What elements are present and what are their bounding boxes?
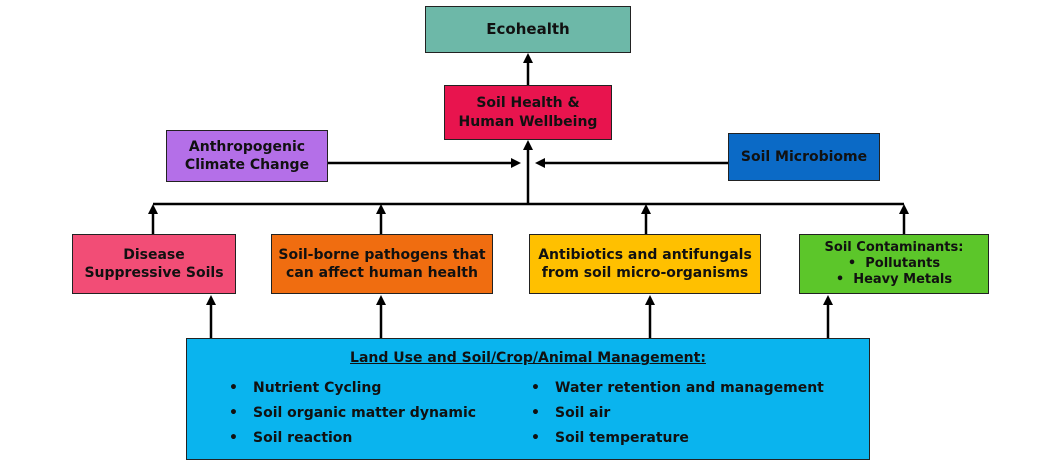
antibiotics-antifungals-box: Antibiotics and antifungals from soil mi…: [529, 234, 761, 294]
pathogens-label-line1: Soil-borne pathogens that: [278, 246, 486, 263]
soil-microbiome-box: Soil Microbiome: [728, 133, 880, 181]
soil-health-label-line2: Human Wellbeing: [458, 113, 598, 130]
land-use-item: Soil reaction: [229, 426, 476, 451]
land-use-item: Nutrient Cycling: [229, 376, 476, 401]
soil-health-label-line1: Soil Health &: [476, 95, 580, 112]
ecohealth-label: Ecohealth: [486, 19, 570, 38]
land-use-item: Soil air: [531, 401, 824, 426]
anthropogenic-label-line2: Climate Change: [184, 157, 310, 173]
soil-health-box: Soil Health & Human Wellbeing: [444, 85, 612, 140]
land-use-left-list: Nutrient Cycling Soil organic matter dyn…: [229, 376, 476, 451]
microbiome-label: Soil Microbiome: [740, 148, 868, 165]
soil-contaminants-box: Soil Contaminants: Pollutants Heavy Meta…: [799, 234, 989, 294]
contaminants-item: Pollutants: [836, 256, 952, 272]
anthropogenic-climate-change-box: Anthropogenic Climate Change: [166, 130, 328, 182]
anthropogenic-label-line1: Anthropogenic: [188, 138, 306, 155]
pathogens-label-line2: can affect human health: [286, 265, 478, 281]
disease-label-line1: Disease: [123, 246, 185, 263]
land-use-item: Soil temperature: [531, 426, 824, 451]
contaminants-list: Pollutants Heavy Metals: [836, 256, 952, 289]
soil-borne-pathogens-box: Soil-borne pathogens that can affect hum…: [271, 234, 493, 294]
contaminants-title: Soil Contaminants:: [824, 239, 964, 255]
land-use-right-list: Water retention and management Soil air …: [531, 376, 824, 451]
antibiotics-label-line1: Antibiotics and antifungals: [538, 246, 752, 263]
disease-label-line2: Suppressive Soils: [84, 265, 224, 281]
land-use-item: Soil organic matter dynamic: [229, 401, 476, 426]
land-use-management-box: Land Use and Soil/Crop/Animal Management…: [186, 338, 870, 460]
antibiotics-label-line2: from soil micro-organisms: [541, 265, 749, 281]
land-use-title: Land Use and Soil/Crop/Animal Management…: [350, 350, 706, 366]
ecohealth-box: Ecohealth: [425, 6, 631, 53]
disease-suppressive-soils-box: Disease Suppressive Soils: [72, 234, 236, 294]
land-use-item: Water retention and management: [531, 376, 824, 401]
contaminants-item: Heavy Metals: [836, 272, 952, 288]
